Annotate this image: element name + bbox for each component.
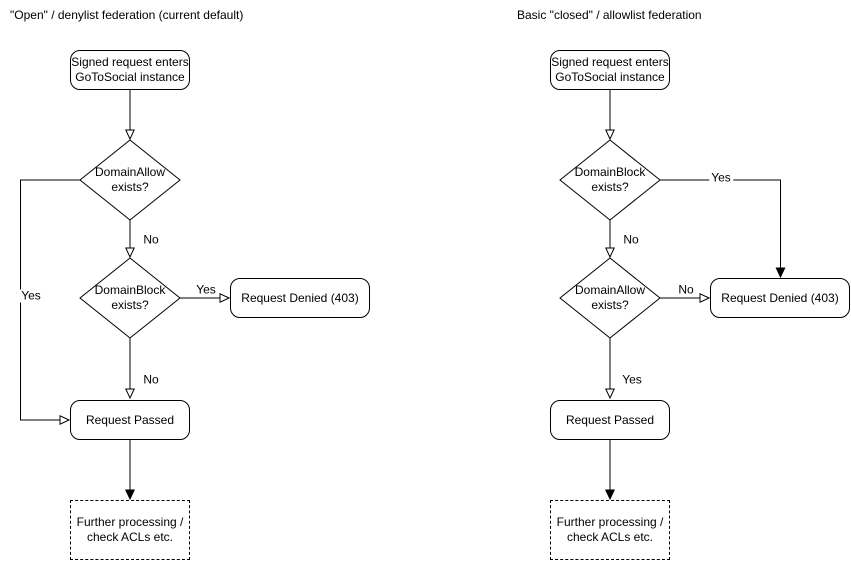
filled-arrowhead-icon — [775, 267, 786, 279]
right-further-processing-node: Further processing / check ACLs etc. — [550, 500, 670, 560]
open-arrowhead-icon — [125, 247, 135, 259]
right-start-to-decision1-connector — [605, 90, 615, 141]
right-decision1-diamond — [559, 139, 661, 221]
open-arrowhead-icon — [125, 129, 135, 141]
left-decision2-yes-connector — [180, 293, 231, 303]
open-arrowhead-icon — [699, 293, 711, 303]
right-flow-title: Basic "closed" / allowlist federation — [517, 8, 702, 22]
right-decision1-yes-edge-label: Yes — [709, 170, 733, 185]
open-arrowhead-icon — [59, 415, 71, 425]
open-arrowhead-icon — [605, 129, 615, 141]
right-decision2-no-connector — [660, 293, 711, 303]
right-decision2-yes-connector — [605, 338, 615, 400]
left-passed-node: Request Passed — [70, 400, 190, 440]
right-passed-node: Request Passed — [550, 400, 670, 440]
filled-arrowhead-icon — [125, 489, 135, 501]
right-denied-node: Request Denied (403) — [710, 278, 850, 318]
right-decision2-no-edge-label: No — [676, 282, 696, 297]
left-denied-node: Request Denied (403) — [230, 278, 370, 318]
left-decision1-no-connector — [125, 220, 135, 259]
open-arrowhead-icon — [605, 247, 615, 259]
open-arrowhead-icon — [219, 293, 231, 303]
right-decision1-yes-connector — [660, 179, 786, 279]
left-decision1-yes-edge-label: Yes — [19, 288, 43, 303]
right-decision2-yes-edge-label: Yes — [620, 372, 644, 387]
right-decision1-no-connector — [605, 220, 615, 259]
left-passed-to-further-connector — [125, 440, 135, 501]
right-passed-to-further-connector — [605, 440, 615, 501]
left-decision1-no-edge-label: No — [141, 232, 161, 247]
left-decision2-no-connector — [125, 338, 135, 400]
left-start-node: Signed request enters GoToSocial instanc… — [70, 50, 190, 90]
left-flow-title: "Open" / denylist federation (current de… — [10, 8, 244, 22]
open-arrowhead-icon — [605, 388, 615, 400]
left-further-processing-node: Further processing / check ACLs etc. — [70, 500, 190, 560]
right-start-node: Signed request enters GoToSocial instanc… — [550, 50, 670, 90]
left-decision2-diamond — [79, 257, 181, 339]
left-decision2-yes-edge-label: Yes — [194, 282, 218, 297]
right-decision1-no-edge-label: No — [621, 232, 641, 247]
open-arrowhead-icon — [125, 388, 135, 400]
right-decision2-diamond — [559, 257, 661, 339]
left-decision2-no-edge-label: No — [141, 372, 161, 387]
filled-arrowhead-icon — [605, 489, 615, 501]
left-start-to-decision1-connector — [125, 90, 135, 141]
left-decision1-diamond — [79, 139, 181, 221]
